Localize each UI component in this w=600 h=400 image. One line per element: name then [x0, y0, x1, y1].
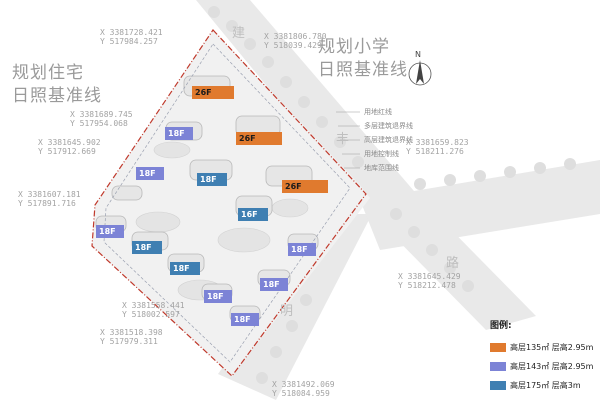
coordinate-point: X 3381689.745 Y 517954.068 [70, 110, 133, 128]
building-tag: 26F [236, 132, 282, 145]
coordinate-point: X 3381518.398 Y 517979.311 [100, 328, 163, 346]
legend-label: 高层143㎡ 层高2.95m [510, 361, 594, 371]
right-school-label-line2: 日照基准线 [318, 60, 408, 80]
building-tag: 18F [260, 278, 288, 291]
building-tag: 18F [197, 173, 227, 186]
legend-swatch-purple [490, 361, 506, 371]
callout-control-line: 用地控制线 [364, 150, 399, 158]
building-tag: 18F [132, 241, 162, 254]
road-name-char: 建 [232, 26, 246, 41]
legend-title: 图例: [490, 321, 512, 331]
coordinate-point: X 3381645.429 Y 518212.478 [398, 272, 461, 290]
callout-leaders [336, 111, 360, 169]
legend-label: 高层175㎡ 层高3m [510, 380, 581, 390]
site-ground [92, 30, 370, 376]
road-top-diagonal [196, 0, 420, 214]
building-tag: 18F [165, 127, 193, 140]
coordinate-point: X 3381492.069 Y 518084.959 [272, 380, 335, 398]
road-name-char: 明 [280, 304, 294, 319]
legend-swatch-blue [490, 380, 506, 390]
coordinate-point: X 3381806.780 Y 518039.429 [264, 32, 327, 50]
road-trees [208, 6, 576, 384]
left-residential-label-line1: 规划住宅 [12, 63, 84, 83]
landscape-features [135, 141, 309, 301]
road-name-char: 丰 [336, 132, 350, 147]
callout-multistorey-setback: 多层建筑退界线 [364, 122, 413, 130]
building-tag: 18F [288, 243, 316, 256]
road-right-horizontal [360, 160, 600, 250]
site-boundary-redline [91, 29, 367, 377]
coordinate-point: X 3381728.421 Y 517984.257 [100, 28, 163, 46]
building-tag: 18F [231, 313, 259, 326]
legend-label: 高层135㎡ 层高2.95m [510, 342, 594, 352]
road-bottom-diagonal [218, 214, 372, 400]
left-residential-label-line2: 日照基准线 [12, 86, 102, 106]
legend-swatch-orange [490, 342, 506, 352]
building-tag: 18F [204, 290, 232, 303]
building-tag: 18F [96, 225, 124, 238]
map-legend: 图例: 高层135㎡ 层高2.95m 高层143㎡ 层高2.95m 高层175㎡… [490, 318, 598, 398]
right-school-label-line1: 规划小学 [318, 37, 390, 57]
callout-highrise-setback: 高层建筑退界线 [364, 136, 413, 144]
building-tag: 18F [170, 262, 200, 275]
road-name-char: 路 [446, 256, 460, 271]
coordinate-point: X 3381645.902 Y 517912.669 [38, 138, 101, 156]
callout-redline: 用地红线 [364, 108, 392, 116]
coordinate-point: X 3381558.441 Y 518002.597 [122, 301, 185, 319]
coordinate-point: X 3381659.823 Y 518211.276 [406, 138, 469, 156]
north-label: N [415, 50, 421, 59]
legend-item: 高层143㎡ 层高2.95m [490, 360, 598, 372]
setback-line [103, 43, 351, 363]
callout-basement-line: 地库范围线 [364, 164, 399, 172]
building-tag: 18F [136, 167, 164, 180]
building-tag: 16F [238, 208, 268, 221]
building-tag: 26F [282, 180, 328, 193]
legend-item: 高层175㎡ 层高3m [490, 379, 598, 391]
building-tag: 26F [192, 86, 234, 99]
coordinate-point: X 3381607.181 Y 517891.716 [18, 190, 81, 208]
legend-item: 高层135㎡ 层高2.95m [490, 341, 598, 353]
north-arrow [408, 60, 432, 86]
